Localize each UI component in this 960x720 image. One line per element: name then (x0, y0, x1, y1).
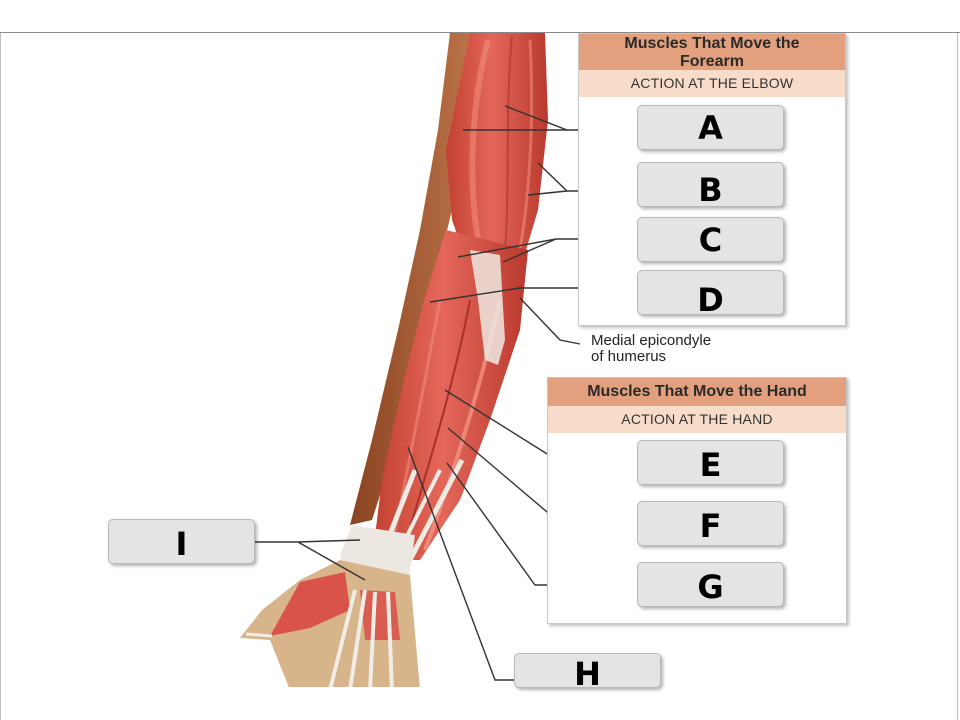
annotation-line2: of humerus (591, 348, 667, 365)
thenar-muscle (270, 572, 350, 636)
aponeurosis (470, 250, 505, 365)
label-box-e[interactable]: E (637, 440, 784, 485)
slide-frame (0, 33, 958, 720)
forearm-title-line1: Muscles That Move the (624, 35, 800, 52)
medial-epicondyle-label: Medial epicondyle of humerus (591, 333, 711, 365)
biceps-highlight (469, 39, 491, 251)
hand-panel-title: Muscles That Move the Hand (548, 378, 846, 406)
top-rule (0, 32, 960, 33)
label-box-c[interactable]: C (637, 217, 784, 262)
hand-panel-subtitle: ACTION AT THE HAND (548, 406, 846, 433)
label-box-h[interactable]: H (514, 653, 661, 693)
forearm-panel-title: Muscles That Move the Forearm (579, 34, 845, 70)
label-box-f[interactable]: F (637, 501, 784, 546)
annotation-line1: Medial epicondyle (591, 332, 712, 349)
forearm-panel-subtitle: ACTION AT THE ELBOW (579, 70, 845, 97)
forearm-title-line2: Forearm (679, 53, 745, 70)
label-box-g[interactable]: G (637, 562, 784, 607)
label-box-d[interactable]: D (637, 270, 784, 319)
label-box-b[interactable]: B (637, 162, 784, 209)
label-box-a[interactable]: A (637, 105, 784, 150)
label-box-i[interactable]: I (108, 519, 255, 564)
